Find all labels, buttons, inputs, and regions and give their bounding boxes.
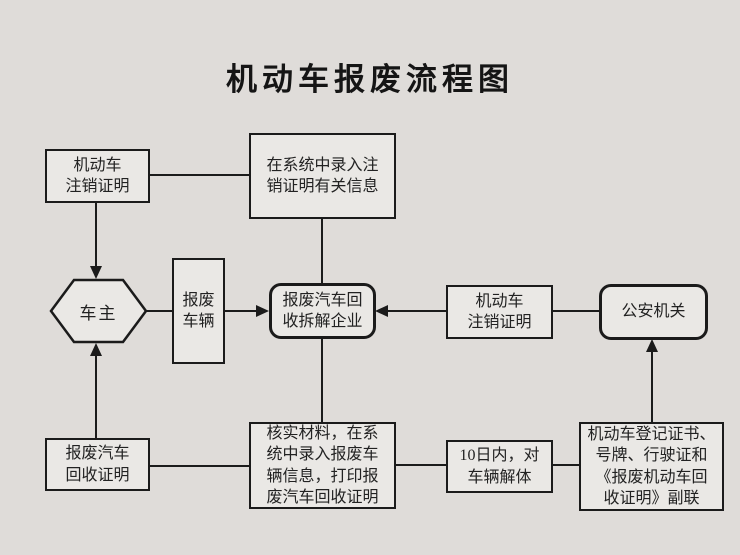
node-deregistration-certificate-top: 机动车 注销证明 — [45, 149, 150, 203]
diagram-title: 机动车报废流程图 — [226, 62, 514, 97]
node-enter-deregistration-info-in-system: 在系统中录入注 销证明有关信息 — [249, 133, 396, 219]
connector-enterprise-verify — [321, 337, 323, 424]
arrowhead-up-into-police — [646, 339, 658, 352]
connector-recyclecert-verify — [149, 465, 250, 467]
connector-police-deregmid — [551, 310, 601, 312]
hexagon-shape — [49, 278, 148, 344]
node-label: 机动车 注销证明 — [65, 156, 130, 195]
node-label: 公安机关 — [621, 303, 686, 321]
connector-deregtop-owner — [95, 202, 97, 270]
node-dismantle-within-10-days: 10日内，对 车辆解体 — [446, 440, 553, 493]
arrowhead-up-into-owner — [90, 343, 102, 356]
arrowhead-left-into-enterprise — [375, 305, 388, 317]
arrowhead-right-into-enterprise — [256, 305, 269, 317]
node-label: 机动车登记证书、 号牌、行驶证和 《报废机动车回 收证明》副联 — [587, 425, 716, 507]
node-deregistration-certificate-middle: 机动车 注销证明 — [446, 285, 553, 339]
connector-scrapvehicle-enterprise — [224, 310, 260, 312]
connector-owner-scrapvehicle — [145, 310, 174, 312]
node-vehicle-owner: 车主 — [49, 278, 148, 344]
connector-deregtop-entryinfo — [148, 174, 251, 176]
connector-tendays-docs — [552, 464, 580, 466]
node-label: 核实材料，在系 统中录入报废车 辆信息，打印报 废汽车回收证明 — [266, 424, 379, 506]
node-verify-materials-print-certificate: 核实材料，在系 统中录入报废车 辆信息，打印报 废汽车回收证明 — [249, 422, 396, 509]
connector-entryinfo-enterprise — [321, 217, 323, 285]
connector-recyclecert-owner — [95, 354, 97, 440]
node-scrap-vehicle: 报废 车辆 — [172, 258, 225, 364]
connector-deregmid-enterprise — [387, 310, 448, 312]
node-label: 车主 — [79, 303, 118, 323]
node-public-security-bureau: 公安机关 — [599, 284, 708, 340]
node-label: 10日内，对 车辆解体 — [459, 447, 540, 486]
node-label: 报废 车辆 — [182, 291, 215, 330]
connector-verify-tendays — [395, 464, 447, 466]
node-recycling-dismantling-enterprise: 报废汽车回 收拆解企业 — [269, 283, 376, 339]
connector-docs-police — [651, 350, 653, 424]
node-recycling-certificate: 报废汽车 回收证明 — [45, 438, 150, 491]
node-label: 报废汽车回 收拆解企业 — [282, 291, 363, 330]
node-registration-docs-plates-licenses: 机动车登记证书、 号牌、行驶证和 《报废机动车回 收证明》副联 — [579, 422, 724, 511]
node-label: 报废汽车 回收证明 — [65, 445, 130, 484]
arrowhead-down-into-owner — [90, 266, 102, 279]
node-label: 在系统中录入注 销证明有关信息 — [266, 156, 379, 195]
node-label: 机动车 注销证明 — [467, 292, 532, 331]
